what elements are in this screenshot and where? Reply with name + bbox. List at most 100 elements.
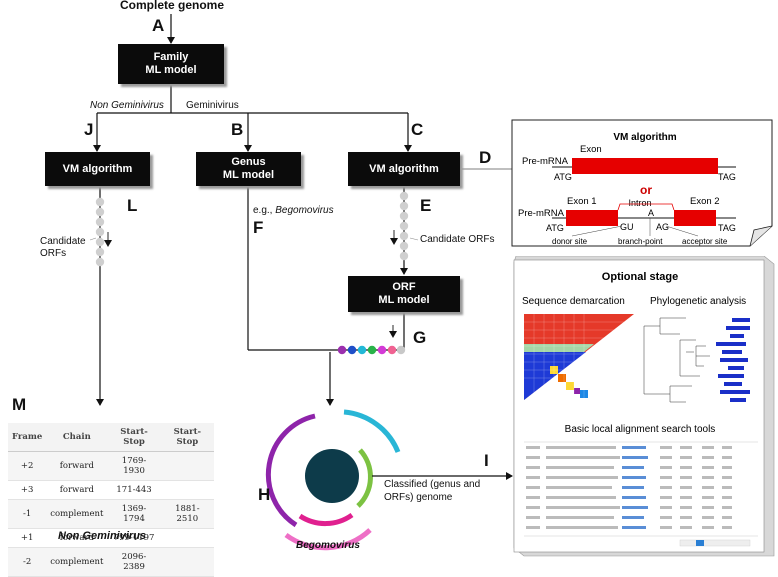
family-box-line1: Family: [153, 51, 189, 63]
table-row: -2 complement 2096-2389: [8, 547, 214, 577]
phylogenetic-bars: [716, 318, 750, 402]
phylogenetic-tree: [643, 317, 710, 403]
genus-ml-model-box: Genus ML model: [196, 152, 301, 186]
genus-example-label: e.g., Begomovirus: [253, 205, 334, 216]
table-cell: +2: [8, 451, 47, 481]
orf-results-table: Frame Chain Start-Stop Start-Stop +2 for…: [8, 423, 214, 577]
premrna-top-label: Pre-mRNA: [522, 156, 569, 167]
genus-box-line1: Genus: [231, 156, 266, 168]
intron-label: Intron: [628, 198, 651, 208]
branch-geminivirus: Geminivirus: [186, 100, 239, 111]
orf-box-line2: ML model: [378, 294, 430, 306]
sequence-demarcation-heatmap: [522, 312, 636, 402]
candidate-orfs-right-label: Candidate ORFs: [420, 234, 495, 245]
letter-g: G: [413, 328, 427, 347]
or-label: or: [640, 183, 652, 197]
table-header-start-stop-2: Start-Stop: [160, 423, 214, 452]
exon-bar: [572, 158, 718, 174]
table-header-start-stop-1: Start-Stop: [107, 423, 161, 452]
vm-algorithm-right-box: VM algorithm: [348, 152, 460, 186]
table-cell: forward: [46, 528, 108, 548]
table-cell: -2: [8, 547, 47, 577]
optional-stage-title: Optional stage: [602, 271, 678, 283]
atg-bottom-label: ATG: [546, 223, 564, 233]
candidate-orf-dots-left: [95, 197, 105, 267]
exon2-label: Exon 2: [690, 196, 720, 207]
classified-orf-dots: [337, 345, 406, 355]
orf-ml-model-box: ORF ML model: [348, 276, 460, 312]
branch-non-geminivirus: Non Geminivirus: [90, 100, 164, 111]
genus-example-prefix: e.g.,: [253, 205, 276, 216]
table-cell: [160, 547, 214, 577]
begomovirus-caption: Begomovirus: [296, 540, 360, 551]
genus-box-line2: ML model: [222, 169, 275, 181]
classified-line2: ORFs) genome: [384, 492, 453, 503]
candidate-orf-dots-right: [399, 191, 409, 261]
table-header-frame: Frame: [8, 423, 47, 452]
acceptor-site-label: acceptor site: [682, 237, 728, 246]
letter-e: E: [420, 196, 432, 215]
table-row: +2 forward 1769-1930: [8, 451, 214, 481]
table-cell: -1: [8, 499, 47, 529]
table-cell: complement: [46, 547, 108, 577]
classified-genome-label: Classified (genus and ORFs) genome: [384, 478, 480, 504]
table-row: +3 forward 171-443: [8, 480, 214, 500]
orf-box-line1: ORF: [392, 281, 416, 293]
vm-panel-title: VM algorithm: [613, 132, 676, 143]
candidate-orfs-left-label: Candidate ORFs: [40, 236, 86, 260]
family-ml-model-box: Family ML model: [118, 44, 224, 84]
table-cell: complement: [46, 499, 108, 529]
letter-l: L: [127, 196, 138, 215]
letter-f: F: [253, 218, 264, 237]
donor-site-label: donor site: [552, 237, 588, 246]
blast-results-table: [524, 441, 758, 547]
letter-m: M: [12, 395, 27, 414]
vm-algorithm-left-box: VM algorithm: [45, 152, 150, 186]
optional-stage-panel: Optional stage Sequence demarcation Phyl…: [513, 256, 775, 557]
table-cell: forward: [46, 480, 108, 500]
premrna-bottom-label: Pre-mRNA: [518, 208, 565, 219]
exon2-bar: [674, 210, 716, 226]
table-cell: [160, 451, 214, 481]
diagram-title: Complete genome: [120, 0, 225, 12]
candidate-left-line2: ORFs: [40, 248, 67, 259]
letter-j: J: [84, 120, 94, 139]
family-box-line2: ML model: [145, 64, 197, 76]
begomovirus-genome-circle: [265, 409, 401, 551]
table-cell: 171-443: [107, 480, 161, 500]
table-cell: +1: [8, 528, 47, 548]
gu-label: GU: [620, 222, 634, 232]
table-row: +1 forward 799-1197: [8, 528, 214, 548]
tag-bottom-label: TAG: [718, 223, 736, 233]
blast-label: Basic local alignment search tools: [565, 424, 716, 435]
exon1-label: Exon 1: [567, 196, 597, 207]
flow-connectors: [89, 14, 513, 551]
phylogenetic-analysis-label: Phylogenetic analysis: [650, 296, 746, 307]
vm-algorithm-panel: VM algorithm Pre-mRNA Exon ATG TAG or In…: [511, 119, 773, 247]
table-cell: 1369-1794: [107, 499, 161, 529]
letter-c: C: [411, 120, 424, 139]
table-cell: [160, 528, 214, 548]
atg-top-label: ATG: [554, 172, 572, 182]
exon-label: Exon: [580, 144, 602, 155]
candidate-left-line1: Candidate: [40, 236, 86, 247]
letter-i: I: [484, 451, 489, 470]
exon1-bar: [566, 210, 618, 226]
letter-d: D: [479, 148, 492, 167]
sequence-demarcation-label: Sequence demarcation: [522, 296, 625, 307]
table-cell: 2096-2389: [107, 547, 161, 577]
ag-label: AG: [656, 222, 669, 232]
table-cell: 1769-1930: [107, 451, 161, 481]
letter-a: A: [152, 16, 165, 35]
tag-top-label: TAG: [718, 172, 736, 182]
genus-example-name: Begomovirus: [275, 205, 334, 216]
table-header-chain: Chain: [46, 423, 108, 452]
table-cell: [160, 480, 214, 500]
branch-point-label: branch-point: [618, 237, 663, 246]
table-cell: 1881-2510: [160, 499, 214, 529]
table-row: -1 complement 1369-1794 1881-2510: [8, 499, 214, 529]
letter-h: H: [258, 485, 271, 504]
classified-line1: Classified (genus and: [384, 479, 481, 490]
table-cell: forward: [46, 451, 108, 481]
table-cell: +3: [8, 480, 47, 500]
